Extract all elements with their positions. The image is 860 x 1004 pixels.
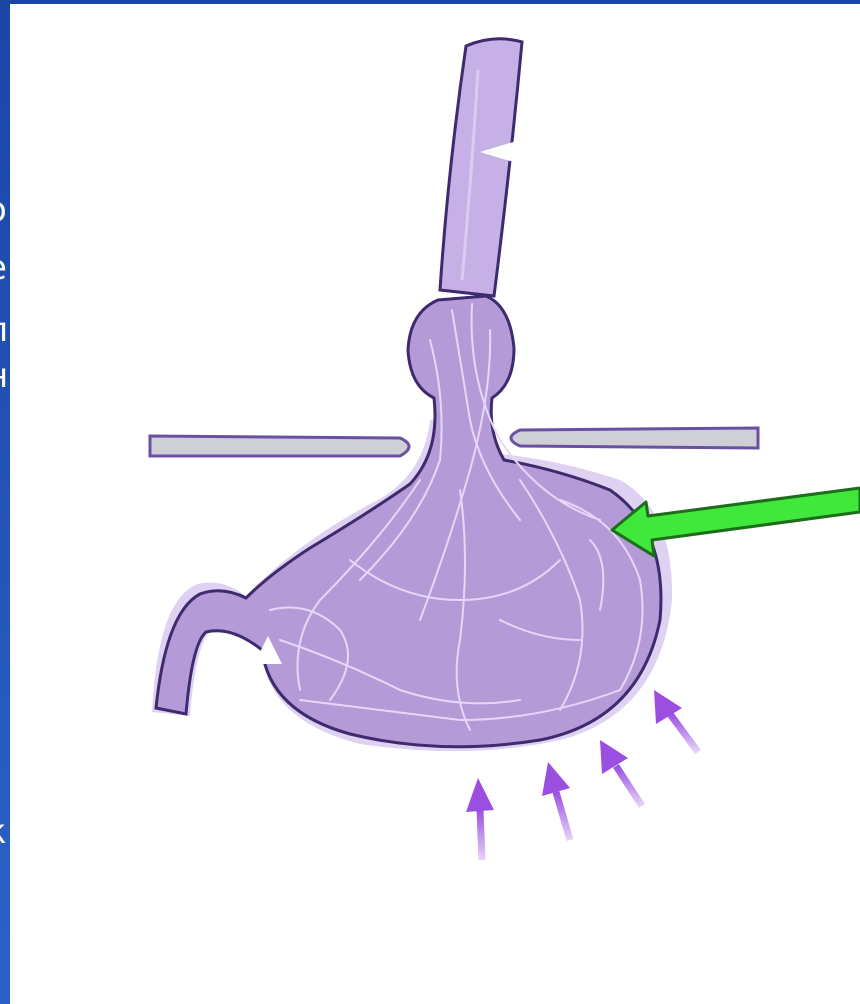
pressure-arrow-4 (654, 690, 698, 752)
pressure-arrow-2 (542, 762, 570, 840)
pressure-arrow-3 (600, 740, 642, 806)
pressure-arrow-1 (466, 778, 494, 860)
diaphragm-right (511, 428, 758, 448)
diaphragm-left (150, 436, 409, 456)
esophagus (440, 39, 522, 296)
pointer-arrow (612, 488, 860, 556)
